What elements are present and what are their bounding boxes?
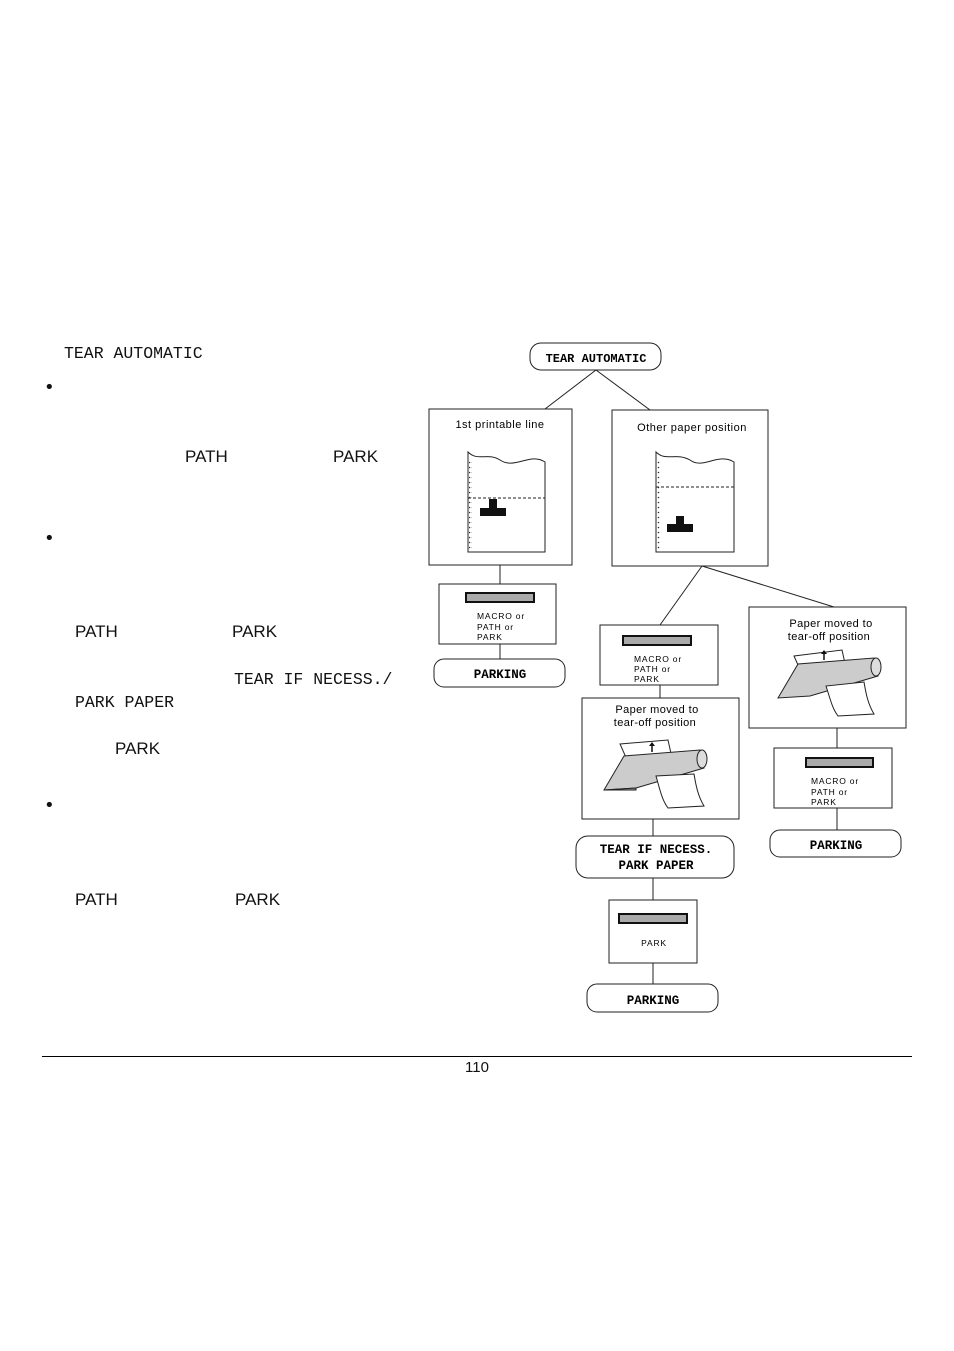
svg-text:PARK PAPER: PARK PAPER [618, 859, 694, 873]
tear-if-necess-park-paper-node: TEAR IF NECESS. PARK PAPER [575, 835, 735, 879]
svg-text:MACRO or: MACRO or [811, 776, 859, 786]
panel-paper-moved-1: Paper moved to tear-off position [581, 697, 740, 820]
printer-tear-off-illustration-2 [777, 649, 882, 717]
svg-text:tear-off position: tear-off position [788, 631, 870, 643]
svg-text:1st printable line: 1st printable line [455, 419, 544, 431]
path-keyword-3: PATH [75, 890, 118, 909]
park-keyword-1: PARK [333, 447, 379, 466]
svg-text:PATH or: PATH or [477, 622, 514, 632]
svg-text:tear-off position: tear-off position [614, 717, 696, 729]
display-macro-path-park-3: MACRO or PATH or PARK [773, 747, 893, 809]
svg-text:Other paper position: Other paper position [637, 422, 747, 434]
svg-text:PARK: PARK [477, 632, 503, 642]
bullet-1: • [44, 377, 55, 398]
parking-node-2: PARKING [769, 829, 902, 858]
park-keyword-3: PARK [115, 739, 161, 758]
display-park: PARK [608, 899, 698, 964]
svg-text:PARKING: PARKING [810, 839, 863, 853]
svg-text:Paper moved to: Paper moved to [789, 618, 872, 630]
park-keyword-4: PARK [235, 890, 281, 909]
svg-text:PARK: PARK [811, 797, 837, 807]
panel-first-printable-line: 1st printable line [428, 408, 573, 566]
svg-text:PARKING: PARKING [627, 994, 680, 1008]
svg-text:TEAR AUTOMATIC: TEAR AUTOMATIC [546, 352, 647, 366]
svg-text:PATH or: PATH or [634, 664, 671, 674]
path-keyword-2: PATH [75, 622, 118, 641]
svg-text:MACRO or: MACRO or [477, 611, 525, 621]
parking-node-1: PARKING [433, 658, 566, 688]
parking-node-3: PARKING [586, 983, 719, 1013]
panel-other-paper-position: Other paper position [611, 409, 769, 567]
display-macro-path-park-1: MACRO or PATH or PARK [438, 583, 557, 645]
svg-text:PARKING: PARKING [474, 668, 527, 682]
park-keyword-2: PARK [232, 622, 278, 641]
page-number: 110 [465, 1059, 489, 1076]
path-keyword-1: PATH [185, 447, 228, 466]
svg-text:PARK: PARK [634, 674, 660, 684]
root-node-tear-automatic: TEAR AUTOMATIC [529, 342, 662, 371]
park-paper-keyword: PARK PAPER [75, 693, 175, 712]
connector-lines [499, 369, 838, 984]
svg-text:PATH or: PATH or [811, 787, 848, 797]
panel-paper-moved-2: Paper moved to tear-off position [748, 606, 907, 729]
tear-if-necess-keyword: TEAR IF NECESS./ [234, 670, 393, 689]
bullet-2: • [44, 528, 55, 549]
bullet-3: • [44, 795, 55, 816]
svg-text:Paper moved to: Paper moved to [615, 704, 698, 716]
svg-text:MACRO or: MACRO or [634, 654, 682, 664]
section-heading: TEAR AUTOMATIC [64, 344, 203, 363]
display-macro-path-park-2: MACRO or PATH or PARK [599, 624, 719, 686]
svg-text:PARK: PARK [641, 938, 667, 948]
footer-rule [42, 1056, 912, 1057]
svg-text:TEAR IF NECESS.: TEAR IF NECESS. [600, 843, 713, 857]
printer-tear-off-illustration-1 [603, 739, 708, 809]
